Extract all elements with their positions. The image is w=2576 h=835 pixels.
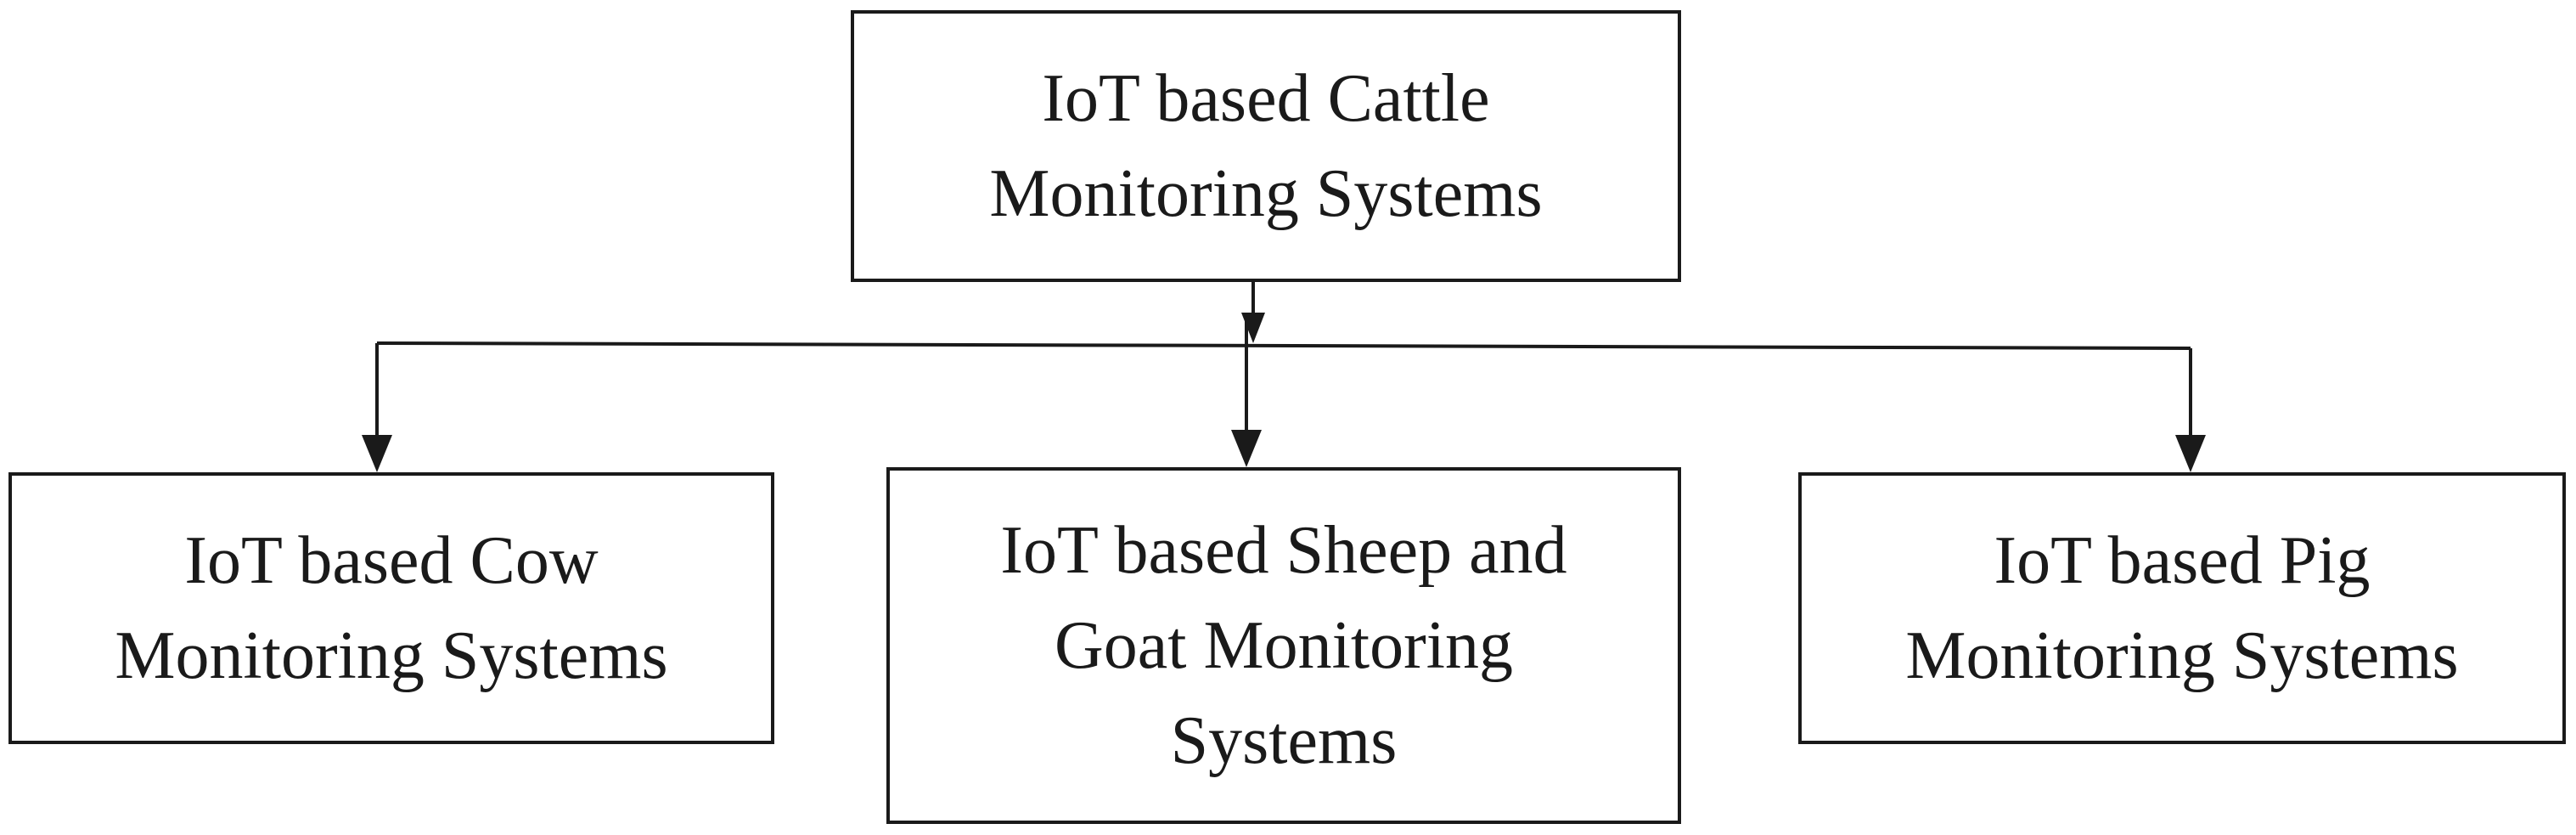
node-label-line: Monitoring Systems	[1905, 618, 2459, 693]
node-label-line: IoT based Cow	[184, 523, 599, 598]
child-node-cow-monitoring: IoT based Cow Monitoring Systems	[8, 472, 774, 744]
node-label-line: IoT based Cattle	[1042, 61, 1490, 136]
node-label-line: Monitoring Systems	[989, 156, 1543, 231]
arrowhead-cow	[362, 435, 392, 472]
horizontal-bus-line	[376, 341, 2191, 350]
node-label-line: Monitoring Systems	[115, 618, 668, 693]
node-label-line: IoT based Sheep and	[1000, 513, 1567, 588]
node-label-line: Systems	[1170, 703, 1398, 778]
node-label-line: Goat Monitoring	[1055, 608, 1513, 683]
node-label-line: IoT based Pig	[1994, 523, 2371, 598]
child-node-pig-monitoring: IoT based Pig Monitoring Systems	[1798, 472, 2566, 744]
arrowhead-pig	[2175, 435, 2206, 472]
child-node-sheep-goat-monitoring: IoT based Sheep and Goat Monitoring Syst…	[886, 467, 1681, 824]
root-node-cattle-monitoring: IoT based Cattle Monitoring Systems	[851, 10, 1681, 282]
arrowhead-sheep	[1231, 430, 1262, 467]
